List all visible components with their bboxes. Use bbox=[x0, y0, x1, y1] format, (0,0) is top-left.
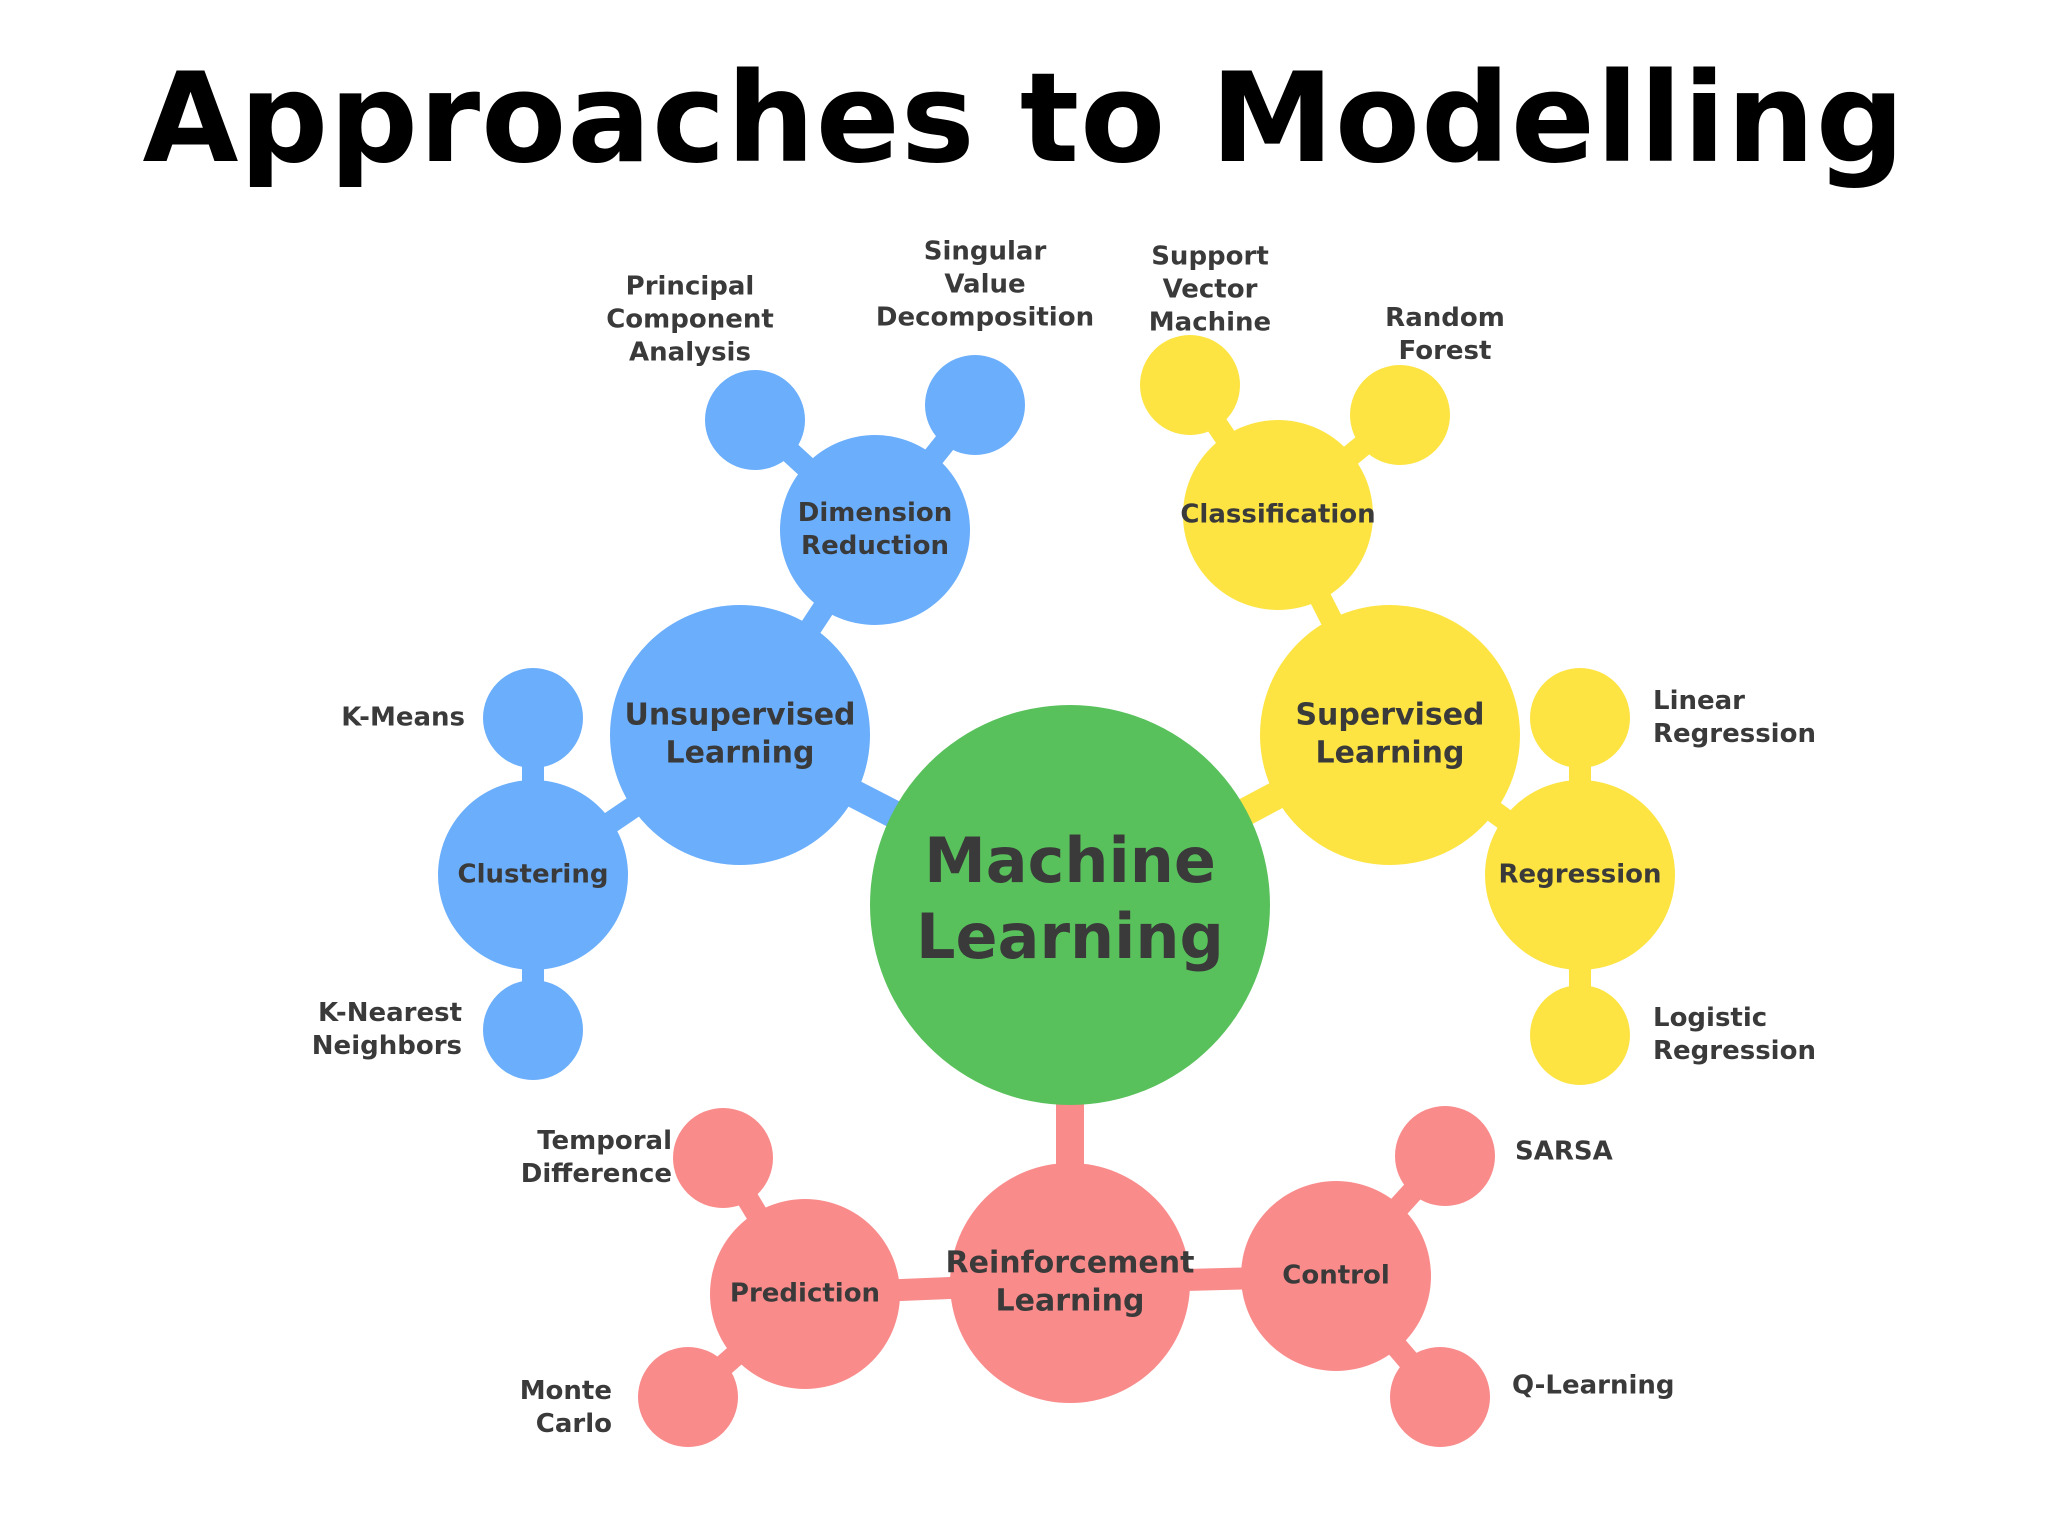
logistic-regression-node bbox=[1530, 985, 1630, 1085]
singular-value-decomposition-node bbox=[925, 355, 1025, 455]
k-means-label: K-Means bbox=[341, 703, 465, 733]
control-node bbox=[1241, 1181, 1431, 1371]
center-node bbox=[870, 705, 1270, 1105]
q-learning-node bbox=[1390, 1347, 1490, 1447]
k-nearest-neighbors-node bbox=[483, 980, 583, 1080]
random-forest-node bbox=[1350, 365, 1450, 465]
clustering-label: Clustering bbox=[458, 860, 609, 890]
sarsa-node bbox=[1395, 1106, 1495, 1206]
regression-label: Regression bbox=[1499, 860, 1662, 890]
classification-node bbox=[1183, 420, 1373, 610]
clustering-node bbox=[438, 780, 628, 970]
linear-regression-node bbox=[1530, 668, 1630, 768]
prediction-label: Prediction bbox=[730, 1279, 880, 1309]
dimension-reduction-node bbox=[780, 435, 970, 625]
q-learning-label: Q-Learning bbox=[1512, 1371, 1675, 1401]
reinforcement-learning-node bbox=[950, 1163, 1190, 1403]
monte-carlo-node bbox=[638, 1347, 738, 1447]
page-title: Approaches to Modelling bbox=[142, 47, 1906, 191]
k-means-node bbox=[483, 668, 583, 768]
principal-component-analysis-node bbox=[705, 370, 805, 470]
control-label: Control bbox=[1282, 1261, 1389, 1291]
classification-label: Classification bbox=[1180, 500, 1375, 530]
prediction-node bbox=[710, 1199, 900, 1389]
unsupervised-learning-node bbox=[610, 605, 870, 865]
supervised-learning-node bbox=[1260, 605, 1520, 865]
regression-node bbox=[1485, 780, 1675, 970]
temporal-difference-node bbox=[673, 1108, 773, 1208]
support-vector-machine-node bbox=[1140, 335, 1240, 435]
sarsa-label: SARSA bbox=[1515, 1137, 1613, 1167]
